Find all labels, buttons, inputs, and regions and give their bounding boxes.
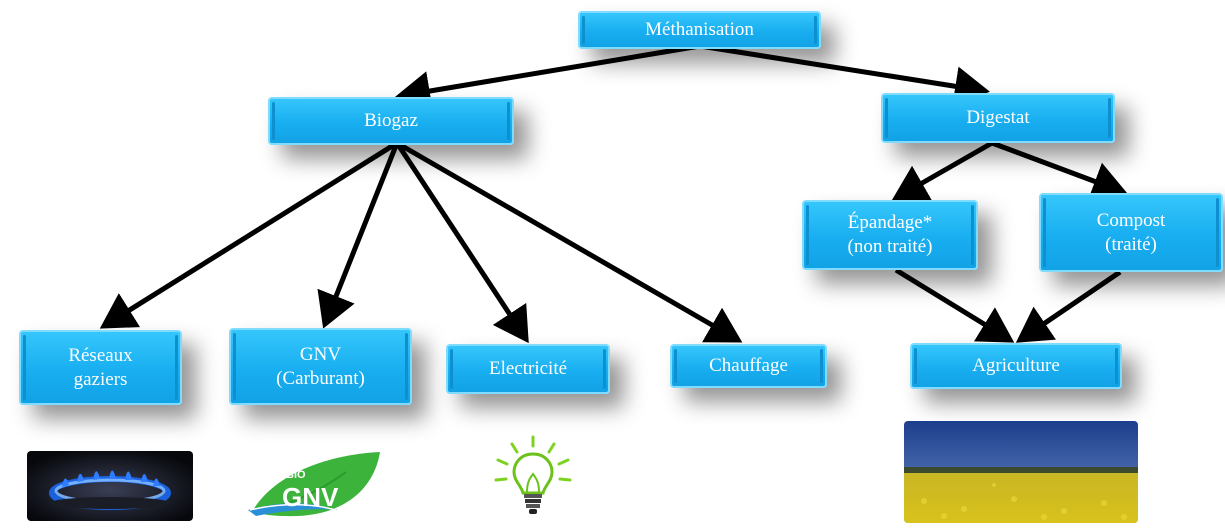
arrow-methanisation-biogaz — [395, 43, 701, 111]
node-reseaux-line2: gaziers — [73, 368, 128, 390]
node-gnv-line1: GNV — [299, 343, 342, 365]
node-agriculture-label: Agriculture — [972, 355, 1060, 376]
node-biogaz-label: Biogaz — [364, 110, 418, 131]
gas-flame-icon — [27, 451, 193, 521]
node-reseaux-gaziers: Réseaux gaziers — [19, 330, 182, 405]
node-epandage: Épandage* (non traité) — [802, 200, 978, 270]
arrow-epandage-agriculture — [894, 267, 1015, 343]
node-methanisation-label: Méthanisation — [645, 19, 754, 40]
arrow-biogaz-gnv — [317, 142, 400, 329]
node-gnv: GNV (Carburant) — [229, 328, 412, 405]
node-compost-line2: (traité) — [1105, 233, 1157, 255]
arrow-digestat-epandage — [891, 140, 994, 201]
arrow-methanisation-digestat — [699, 43, 990, 107]
node-gnv-line2: (Carburant) — [276, 367, 365, 389]
arrow-biogaz-reseaux — [99, 140, 399, 329]
arrow-compost-agriculture — [1015, 269, 1122, 343]
node-epandage-line1: Épandage* — [847, 212, 933, 233]
node-chauffage-label: Chauffage — [709, 355, 788, 376]
node-reseaux-line1: Réseaux — [68, 344, 133, 366]
node-epandage-line2: (non traité) — [847, 236, 933, 257]
node-digestat: Digestat — [881, 93, 1115, 143]
field-photo — [904, 421, 1138, 523]
node-digestat-label: Digestat — [966, 107, 1030, 128]
node-electricite: Electricité — [446, 344, 610, 394]
arrow-biogaz-chauffage — [395, 140, 743, 343]
bio-gnv-leaf-logo: BIO GNV — [246, 450, 382, 520]
arrow-digestat-compost — [991, 140, 1128, 201]
node-agriculture: Agriculture — [910, 343, 1122, 389]
node-compost: Compost (traité) — [1039, 193, 1223, 272]
node-electricite-label: Electricité — [488, 358, 568, 379]
node-methanisation: Méthanisation — [578, 11, 821, 49]
node-compost-line1: Compost — [1096, 209, 1166, 231]
arrow-biogaz-electricite — [394, 141, 529, 344]
logo-bio-text: BIO — [286, 469, 306, 481]
node-biogaz: Biogaz — [268, 97, 514, 145]
node-chauffage: Chauffage — [670, 344, 827, 388]
logo-gnv-text: GNV — [282, 482, 339, 512]
lightbulb-icon — [490, 434, 576, 520]
